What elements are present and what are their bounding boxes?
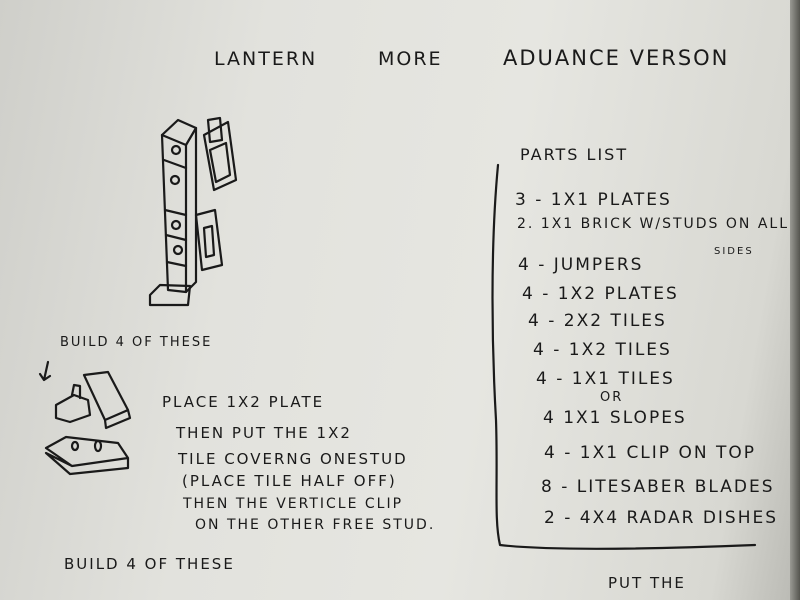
instruction-step: on the other free stud.	[195, 517, 436, 533]
instruction-step: then put the 1x2	[176, 424, 352, 442]
instruction-step: tile coverng onestud	[178, 450, 408, 468]
list-item: 4 - 1x1 clip on top	[544, 443, 756, 463]
build-note-2: Build 4 of These	[64, 555, 235, 573]
parts-list-heading: Parts List	[520, 145, 629, 164]
title-lantern: Lantern	[214, 48, 318, 70]
list-item: 4 - Jumpers	[518, 255, 644, 275]
list-item: 2. 1x1 brick w/studs on all	[517, 216, 790, 232]
plate-sketch	[44, 435, 130, 476]
list-item: 2 - 4x4 Radar Dishes	[544, 508, 779, 528]
list-item: 4 - 2x2 tiles	[528, 311, 667, 331]
instruction-step: (place tile half off)	[182, 472, 397, 490]
notebook-edge	[790, 0, 800, 600]
list-item: 4 - 1x2 plates	[522, 284, 679, 304]
lantern-sketch	[148, 116, 238, 307]
list-item: sides	[714, 246, 754, 257]
title-advance-version: Aduance Verson	[503, 46, 730, 70]
clip-plate-sketch	[54, 370, 132, 430]
list-item: 4 - 1x1 Tiles	[536, 369, 675, 389]
instruction-step: then the verticle clip	[183, 496, 404, 512]
arrow-icon	[38, 360, 52, 382]
instruction-step: Place 1x2 plate	[162, 393, 325, 411]
list-item: 3 - 1x1 Plates	[515, 190, 672, 210]
list-item: 8 - Litesaber blades	[541, 477, 775, 497]
list-item: 4 - 1x2 Tiles	[533, 340, 672, 360]
parts-list-bracket	[491, 163, 757, 550]
list-item: or	[600, 390, 624, 405]
list-item: 4 1x1 Slopes	[543, 408, 687, 428]
build-note-1: Build 4 of These	[60, 335, 213, 350]
footer-note: Put the	[608, 574, 686, 592]
title-more: More	[378, 48, 443, 70]
